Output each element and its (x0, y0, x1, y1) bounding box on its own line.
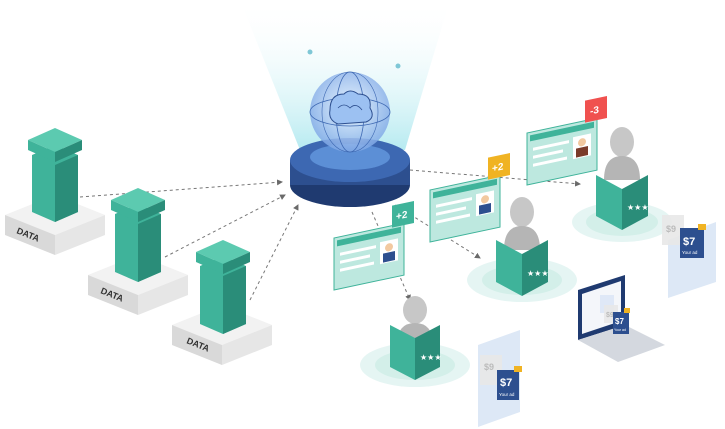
score-badge (585, 95, 607, 123)
score-badge (488, 152, 510, 180)
old-price: $9 (606, 312, 614, 319)
profile-card-1: +2 (333, 200, 414, 291)
score-badge-text: +2 (396, 209, 408, 222)
price-tag-device-1: $9 $7 Your ad (478, 330, 522, 427)
data-block-2: DATA (88, 188, 188, 315)
price-note: Your ad (499, 392, 515, 397)
user-figure-1: ★★★ (360, 296, 470, 387)
ai-brain-icon (309, 71, 391, 153)
new-price-tag (613, 312, 629, 334)
score-badge-text: -3 (590, 105, 599, 118)
score-badge (392, 200, 414, 228)
price-tag-device-2: $9 $7 Your ad (604, 305, 630, 334)
user-profile-icon (573, 133, 591, 160)
arrow-hub-to-user1 (371, 211, 411, 301)
user-figure-3: ★★★ (572, 127, 672, 242)
tag-badge (514, 366, 522, 372)
data-block-3: DATA (172, 240, 272, 365)
old-price: $9 (666, 224, 676, 234)
new-price-tag (680, 228, 704, 258)
star-icon: ★★★ (627, 203, 649, 212)
user-figure-2: ★★★ (467, 197, 577, 302)
old-price: $9 (484, 362, 494, 372)
new-price-tag (497, 370, 519, 400)
new-price: $7 (615, 317, 624, 326)
tag-badge (698, 224, 706, 230)
user-profile-icon (476, 190, 494, 217)
profile-card-3: -3 (526, 95, 607, 186)
profile-card-2: +2 (429, 152, 510, 243)
price-tag-device-3: $9 $7 Your ad (662, 215, 716, 298)
arrow-data1-to-hub (79, 179, 283, 198)
user-profile-icon (380, 238, 398, 265)
new-price: $7 (683, 236, 695, 248)
arrow-data3-to-hub (249, 204, 299, 301)
star-icon: ★★★ (420, 353, 442, 362)
tag-badge (624, 308, 630, 313)
score-badge-text: +2 (492, 161, 504, 174)
star-icon: ★★★ (527, 269, 549, 278)
price-note: Your ad (682, 250, 698, 255)
arrow-data2-to-hub (164, 194, 286, 258)
data-block-1: DATA (5, 128, 105, 255)
new-price: $7 (500, 377, 512, 389)
ai-hub (290, 49, 410, 207)
price-note: Your ad (614, 328, 626, 332)
